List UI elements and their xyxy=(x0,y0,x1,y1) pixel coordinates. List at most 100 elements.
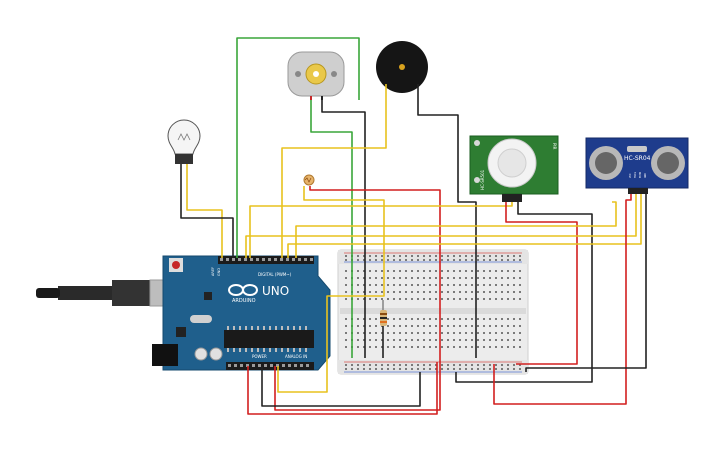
breadboard-hole xyxy=(447,332,449,334)
breadboard-rail-hole xyxy=(447,255,449,257)
breadboard-hole xyxy=(447,298,449,300)
breadboard-hole xyxy=(393,318,395,320)
wire-us-yellow-echo[interactable] xyxy=(287,194,642,258)
wire-bulb-yellow[interactable] xyxy=(186,164,223,258)
breadboard-rail-hole xyxy=(501,255,503,257)
breadboard-hole xyxy=(465,284,467,286)
wire-ldr-red[interactable] xyxy=(274,186,441,411)
wire-bulb-black[interactable] xyxy=(180,164,234,258)
breadboard-hole xyxy=(387,298,389,300)
wire-buzzer-yellow[interactable] xyxy=(281,84,387,258)
breadboard-rail-hole xyxy=(495,364,497,366)
breadboard-hole xyxy=(471,270,473,272)
breadboard-hole xyxy=(423,277,425,279)
breadboard-hole xyxy=(363,277,365,279)
breadboard-rail-hole xyxy=(501,368,503,370)
breadboard-hole xyxy=(465,346,467,348)
breadboard-hole xyxy=(441,284,443,286)
piezo-buzzer[interactable] xyxy=(376,41,428,93)
breadboard-hole xyxy=(345,298,347,300)
breadboard-hole xyxy=(435,318,437,320)
ic-pin xyxy=(269,326,271,330)
breadboard-rail-hole xyxy=(519,255,521,257)
dc-motor[interactable] xyxy=(287,51,345,100)
breadboard-rail-hole xyxy=(465,255,467,257)
wire-digital-yellow-bb[interactable] xyxy=(295,201,617,258)
breadboard-rail-hole xyxy=(381,364,383,366)
breadboard-rail-hole xyxy=(483,364,485,366)
breadboard-rail-hole xyxy=(489,368,491,370)
resistor[interactable] xyxy=(380,310,387,326)
light-bulb[interactable] xyxy=(167,119,201,164)
wire-pir-black[interactable] xyxy=(455,202,593,383)
wire-motor-green[interactable] xyxy=(236,37,360,258)
breadboard-rail-hole xyxy=(471,259,473,261)
breadboard[interactable] xyxy=(337,249,529,375)
breadboard-hole xyxy=(441,277,443,279)
ic-pin xyxy=(233,326,235,330)
ic-pin xyxy=(287,348,289,352)
header-pin xyxy=(262,258,265,261)
breadboard-hole xyxy=(459,332,461,334)
breadboard-hole xyxy=(411,325,413,327)
gnd-pin-label: GND xyxy=(217,268,221,276)
breadboard-rail-hole xyxy=(381,368,383,370)
wire-us-black-gnd[interactable] xyxy=(525,194,647,372)
ultrasonic-sensor[interactable]: HC-SR04 VCC TRIG ECHO GND xyxy=(585,137,689,194)
wire-pir-red[interactable] xyxy=(505,202,578,365)
arduino-uno-board[interactable]: UNO ARDUINO DIGITAL (PWM~) POWER ANALOG … xyxy=(36,255,331,371)
breadboard-hole xyxy=(405,332,407,334)
header-pin xyxy=(294,364,297,367)
wire-motor-green-2[interactable] xyxy=(310,100,353,358)
breadboard-hole xyxy=(447,284,449,286)
pir-sensor[interactable]: HC-SR501 PIR xyxy=(469,135,559,202)
breadboard-rail-hole xyxy=(357,259,359,261)
breadboard-hole xyxy=(453,277,455,279)
breadboard-hole xyxy=(369,291,371,293)
breadboard-hole xyxy=(459,284,461,286)
breadboard-rail-hole xyxy=(381,259,383,261)
breadboard-hole xyxy=(411,318,413,320)
breadboard-hole xyxy=(363,339,365,341)
wire-us-red-vcc[interactable] xyxy=(493,194,632,405)
wire-pir-yellow[interactable] xyxy=(249,202,513,258)
wire-ldr-yellow[interactable] xyxy=(277,186,385,393)
wire-motor-black[interactable] xyxy=(321,100,366,358)
breadboard-hole xyxy=(465,277,467,279)
breadboard-hole xyxy=(423,339,425,341)
breadboard-rail-hole xyxy=(483,259,485,261)
breadboard-hole xyxy=(363,284,365,286)
breadboard-hole xyxy=(345,284,347,286)
breadboard-hole xyxy=(453,346,455,348)
breadboard-hole xyxy=(399,270,401,272)
breadboard-hole xyxy=(477,270,479,272)
breadboard-hole xyxy=(489,298,491,300)
breadboard-hole xyxy=(453,298,455,300)
wire-us-yellow-trig[interactable] xyxy=(245,194,637,258)
ic-pin xyxy=(305,326,307,330)
breadboard-rail-hole xyxy=(417,255,419,257)
breadboard-hole xyxy=(507,318,509,320)
breadboard-hole xyxy=(435,284,437,286)
breadboard-hole xyxy=(375,325,377,327)
breadboard-hole xyxy=(477,277,479,279)
breadboard-hole xyxy=(375,339,377,341)
wire-gnd-black[interactable] xyxy=(261,366,421,407)
header-pin xyxy=(280,258,283,261)
breadboard-hole xyxy=(417,346,419,348)
breadboard-hole xyxy=(375,346,377,348)
breadboard-hole xyxy=(447,346,449,348)
reset-button[interactable] xyxy=(172,261,180,269)
wire-buzzer-black[interactable] xyxy=(417,84,477,358)
breadboard-hole xyxy=(405,318,407,320)
breadboard-hole xyxy=(501,318,503,320)
pir-label-right: PIR xyxy=(552,143,557,150)
breadboard-hole xyxy=(447,325,449,327)
breadboard-rail-hole xyxy=(489,259,491,261)
ic-pin xyxy=(299,348,301,352)
photoresistor[interactable] xyxy=(303,174,315,186)
wire-5v-red[interactable] xyxy=(247,362,438,415)
breadboard-rail-hole xyxy=(441,259,443,261)
wires xyxy=(180,37,647,415)
breadboard-hole xyxy=(513,318,515,320)
